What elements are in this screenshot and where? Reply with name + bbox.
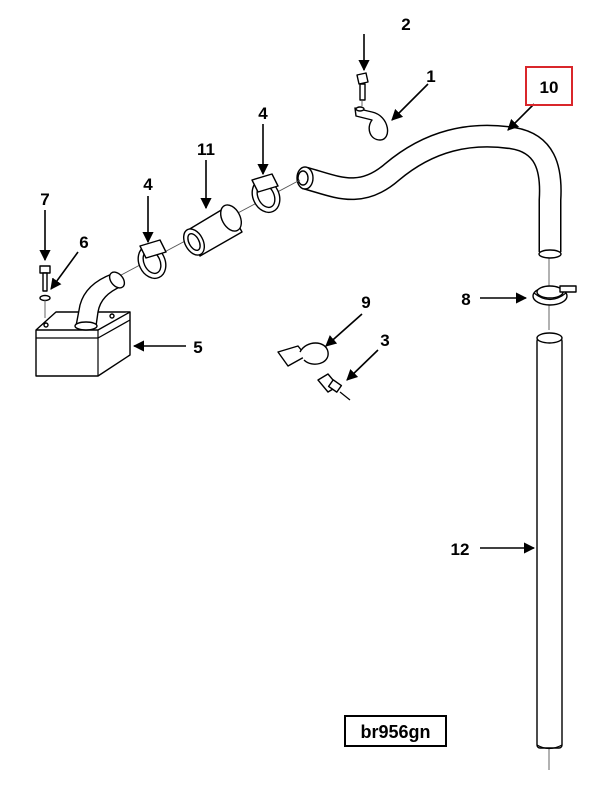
callout-2: 2 <box>401 15 410 34</box>
reference-code: br956gn <box>360 722 430 742</box>
washer-part-6 <box>39 294 51 302</box>
callout-7: 7 <box>40 190 49 209</box>
bracket-part-1 <box>354 106 389 141</box>
tube-part-12 <box>536 258 563 770</box>
callout-4-lower: 4 <box>143 175 153 194</box>
leader-1 <box>391 83 429 121</box>
bracket-part-9 <box>277 342 329 367</box>
leader-10 <box>507 103 535 131</box>
callout-11: 11 <box>197 140 215 159</box>
leader-6 <box>50 251 79 290</box>
leader-9 <box>325 313 363 347</box>
callout-6: 6 <box>79 233 88 252</box>
clamp-part-4-lower <box>137 239 167 280</box>
highlight-box <box>525 66 573 106</box>
reference-code-box: br956gn <box>344 715 447 747</box>
fitting-part-3 <box>317 373 351 401</box>
clamp-part-4-upper <box>251 173 281 214</box>
callout-12: 12 <box>451 540 470 559</box>
sleeve-part-11 <box>182 204 243 257</box>
clamp-part-8 <box>532 285 577 306</box>
bolt-part-2 <box>356 72 369 106</box>
callout-8: 8 <box>461 290 470 309</box>
bolt-part-7 <box>39 265 51 318</box>
callout-10: 10 <box>540 78 559 97</box>
callout-1: 1 <box>426 67 435 86</box>
box-part-5 <box>35 271 131 377</box>
callout-9: 9 <box>361 293 370 312</box>
callout-4-upper: 4 <box>258 104 268 123</box>
callout-5: 5 <box>193 338 202 357</box>
callout-3: 3 <box>380 331 389 350</box>
leader-3 <box>346 349 379 381</box>
hose-part-10 <box>296 124 562 259</box>
